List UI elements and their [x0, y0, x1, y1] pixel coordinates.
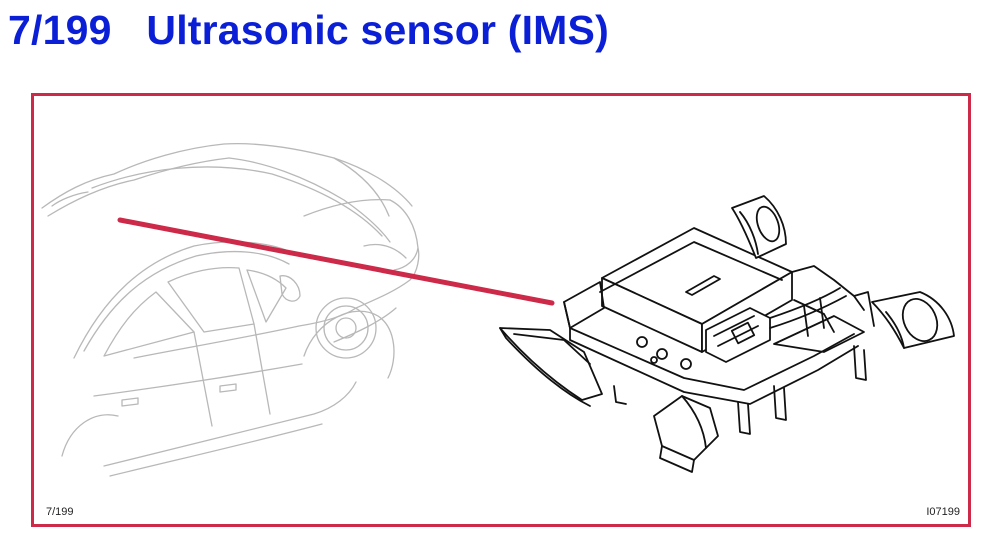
ultrasonic-sensor-drawing [499, 195, 955, 473]
figure-frame: 7/199 I07199 [31, 93, 971, 527]
page-heading: Ultrasonic sensor (IMS) [146, 7, 609, 53]
figure-reference: 7/199 [46, 506, 74, 518]
figure-illustration [41, 142, 955, 477]
page-number: 7/199 [8, 7, 112, 53]
car-drawing [41, 142, 420, 477]
page-title: 7/199 Ultrasonic sensor (IMS) [8, 4, 609, 56]
image-code: I07199 [926, 506, 960, 518]
pointer-line [117, 217, 555, 306]
